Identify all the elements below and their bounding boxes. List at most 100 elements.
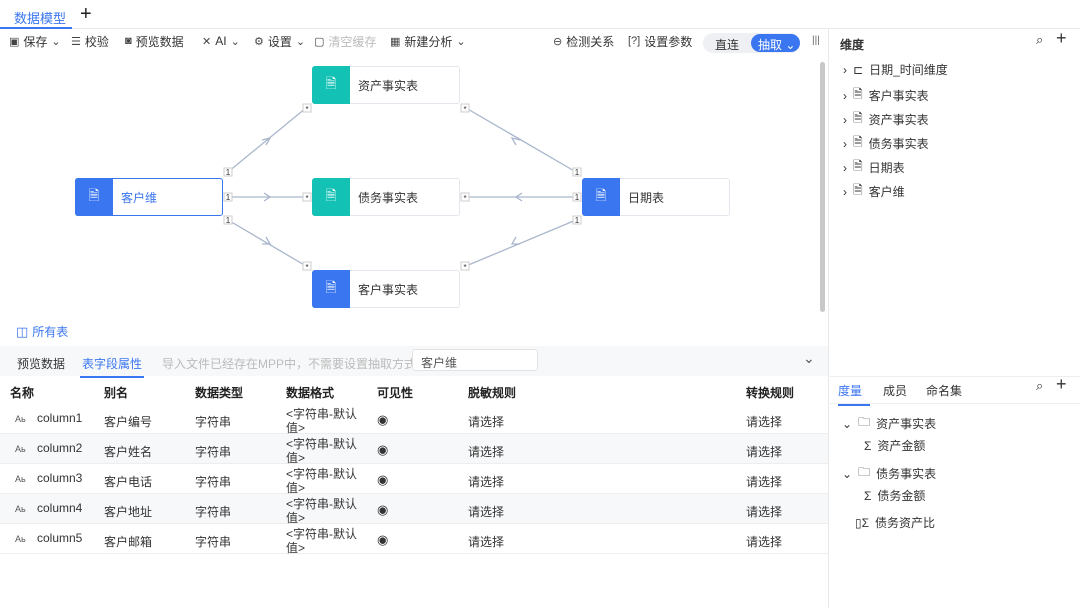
dimension-item[interactable]: ›🗎资产事实表 — [843, 109, 929, 130]
eye-icon[interactable]: ◉ — [377, 442, 389, 457]
table-icon: 🗎 — [312, 177, 350, 216]
detect-relations-button[interactable]: ⊖检测关系 — [553, 34, 615, 49]
transform-select[interactable]: 请选择 — [746, 445, 783, 459]
dimension-item[interactable]: ›🗎日期表 — [843, 157, 905, 178]
type-cell[interactable]: 字符串 — [195, 445, 232, 459]
alias-cell[interactable]: 客户姓名 — [104, 445, 153, 459]
chevron-right-icon: › — [843, 136, 847, 151]
format-cell[interactable]: <字符串-默认 — [286, 497, 358, 511]
panel-divider — [828, 29, 829, 608]
format-cell[interactable]: <字符串-默认 — [286, 527, 358, 541]
measure-group-debt[interactable]: ⌄🗀债务事实表 — [842, 463, 936, 484]
node-asset-fact[interactable]: 🗎资产事实表 — [312, 65, 460, 104]
header-type: 数据类型 — [195, 386, 244, 400]
table-row[interactable]: Aь column4 客户地址 字符串 <字符串-默认 值> ◉ 请选择 请选择 — [0, 494, 828, 525]
clear-cache-button[interactable]: ▢清空缓存 — [314, 34, 377, 49]
tab-named-sets[interactable]: 命名集 — [926, 384, 963, 398]
svg-text:1: 1 — [226, 216, 231, 225]
table-row[interactable]: Aь column5 客户邮箱 字符串 <字符串-默认 值> ◉ 请选择 请选择 — [0, 524, 828, 555]
cardinality-many: * — [302, 192, 312, 203]
node-date-table[interactable]: 🗎日期表 — [582, 177, 730, 216]
table-icon: 🗎 — [75, 177, 113, 216]
string-type-icon: Aь — [15, 504, 26, 514]
node-customer-dim[interactable]: 🗎客户维 — [75, 177, 223, 216]
columns-icon[interactable]: ||| — [812, 35, 820, 46]
type-cell[interactable]: 字符串 — [195, 475, 232, 489]
table-select[interactable]: 客户维 — [412, 349, 538, 371]
tab-members[interactable]: 成员 — [883, 384, 908, 398]
eye-icon[interactable]: ◉ — [377, 532, 389, 547]
svg-text:*: * — [463, 194, 466, 203]
validate-button[interactable]: ☰校验 — [71, 34, 109, 49]
new-analysis-button[interactable]: ▦新建分析⌄ — [390, 34, 466, 49]
tab-field-properties[interactable]: 表字段属性 — [80, 355, 144, 378]
sigma-icon: Σ — [864, 488, 872, 503]
masking-select[interactable]: 请选择 — [468, 535, 505, 549]
masking-select[interactable]: 请选择 — [468, 475, 505, 489]
search-icon[interactable]: ⌕ — [1036, 378, 1044, 393]
edge — [227, 219, 307, 267]
chevron-right-icon: › — [843, 160, 847, 175]
set-params-button[interactable]: [?]设置参数 — [628, 34, 693, 49]
transform-select[interactable]: 请选择 — [746, 415, 783, 429]
canvas-scrollbar[interactable] — [820, 62, 825, 312]
alias-cell[interactable]: 客户电话 — [104, 475, 153, 489]
masking-select[interactable]: 请选择 — [468, 505, 505, 519]
dimension-item[interactable]: ›🗎客户维 — [843, 181, 905, 202]
tab-data-model[interactable]: 数据模型 — [0, 0, 72, 29]
format-cell[interactable]: <字符串-默认 — [286, 407, 358, 421]
collapse-chevron-icon[interactable]: ⌄ — [803, 350, 815, 366]
save-button[interactable]: ▣保存⌄ — [9, 34, 61, 49]
format-cell[interactable]: <字符串-默认 — [286, 467, 358, 481]
node-customer-fact[interactable]: 🗎客户事实表 — [312, 269, 460, 308]
string-type-icon: Aь — [15, 534, 26, 544]
transform-select[interactable]: 请选择 — [746, 535, 783, 549]
transform-select[interactable]: 请选择 — [746, 475, 783, 489]
dimension-item[interactable]: ›🗎客户事实表 — [843, 85, 929, 106]
masking-select[interactable]: 请选择 — [468, 415, 505, 429]
connection-mode-toggle[interactable]: 直连 抽取 ⌄ — [703, 33, 800, 53]
eye-icon[interactable]: ◉ — [377, 472, 389, 487]
format-cell[interactable]: <字符串-默认 — [286, 437, 358, 451]
alias-cell[interactable]: 客户编号 — [104, 415, 153, 429]
edge — [227, 107, 307, 173]
dimension-item[interactable]: ›⊏日期_时间维度 — [843, 62, 948, 78]
svg-text:*: * — [463, 105, 466, 114]
direct-option[interactable]: 直连 — [715, 38, 740, 52]
tab-measures[interactable]: 度量 — [838, 382, 870, 406]
transform-select[interactable]: 请选择 — [746, 505, 783, 519]
add-icon[interactable]: + — [1056, 374, 1067, 394]
eye-icon[interactable]: ◉ — [377, 412, 389, 427]
dimension-item[interactable]: ›🗎债务事实表 — [843, 133, 929, 154]
table-row[interactable]: Aь column3 客户电话 字符串 <字符串-默认 值> ◉ 请选择 请选择 — [0, 464, 828, 495]
svg-text:1: 1 — [226, 193, 231, 202]
measure-group-asset[interactable]: ⌄🗀资产事实表 — [842, 413, 936, 434]
cardinality-many: * — [460, 261, 470, 272]
add-icon[interactable]: + — [1056, 28, 1067, 48]
tab-preview-data[interactable]: 预览数据 — [17, 357, 66, 371]
add-tab-button[interactable]: + — [80, 3, 92, 25]
cardinality-one: 1 — [223, 167, 233, 177]
type-cell[interactable]: 字符串 — [195, 535, 232, 549]
settings-button[interactable]: ⚙设置⌄ — [254, 34, 306, 49]
alias-cell[interactable]: 客户邮箱 — [104, 535, 153, 549]
extract-option[interactable]: 抽取 ⌄ — [751, 34, 800, 52]
alias-cell[interactable]: 客户地址 — [104, 505, 153, 519]
ai-button[interactable]: ✕AI⌄ — [202, 34, 240, 48]
masking-select[interactable]: 请选择 — [468, 445, 505, 459]
table-row[interactable]: Aь column2 客户姓名 字符串 <字符串-默认 值> ◉ 请选择 请选择 — [0, 434, 828, 465]
type-cell[interactable]: 字符串 — [195, 415, 232, 429]
node-debt-fact[interactable]: 🗎债务事实表 — [312, 177, 460, 216]
search-icon[interactable]: ⌕ — [1036, 32, 1044, 47]
chevron-down-icon: ⌄ — [842, 466, 853, 481]
preview-button[interactable]: ◙预览数据 — [125, 34, 184, 49]
type-cell[interactable]: 字符串 — [195, 505, 232, 519]
folder-icon: 🗀 — [858, 465, 871, 479]
eye-icon[interactable]: ◉ — [377, 502, 389, 517]
table-row[interactable]: Aь column1 客户编号 字符串 <字符串-默认 值> ◉ 请选择 请选择 — [0, 404, 828, 435]
all-tables-button[interactable]: ◫所有表 — [16, 323, 69, 340]
string-type-icon: Aь — [15, 414, 26, 424]
